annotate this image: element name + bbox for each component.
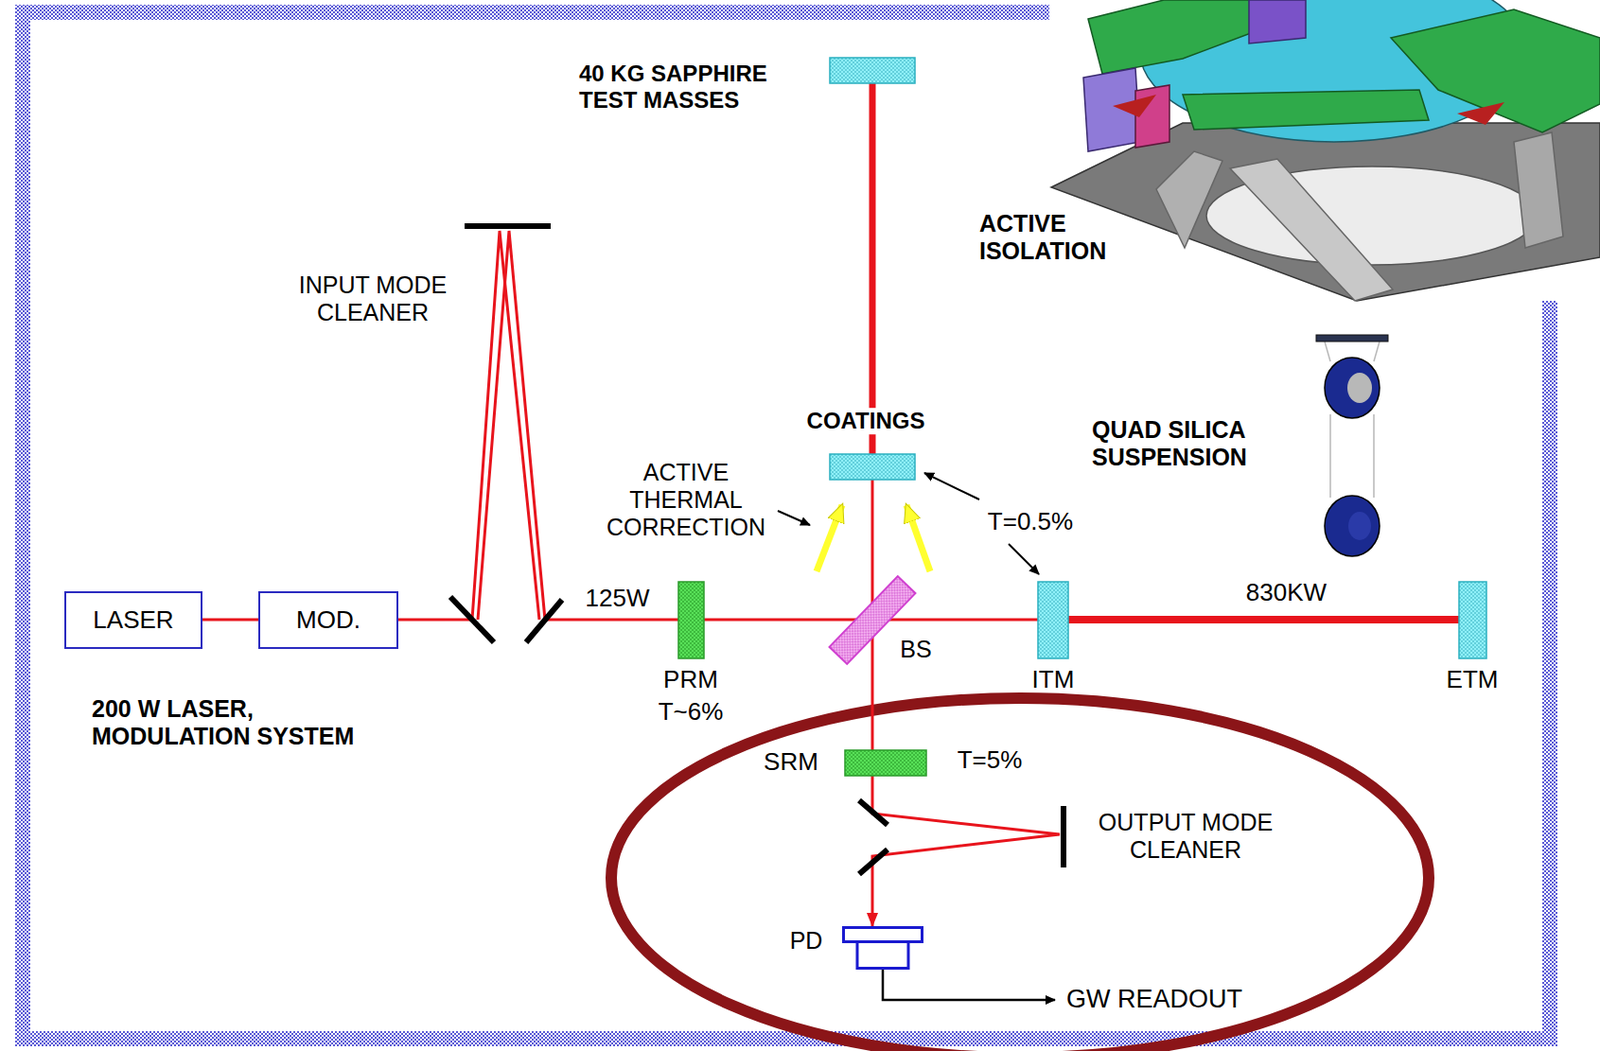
node-label: ITM — [1032, 666, 1075, 695]
mode-cleaner-mirror — [859, 849, 888, 875]
suspension-note: QUAD SILICA SUSPENSION — [1091, 416, 1296, 472]
quad-suspension — [1348, 511, 1372, 541]
pointer-arrow — [924, 473, 980, 500]
mirror-shape — [678, 581, 704, 659]
photodiode-shape — [842, 926, 924, 970]
mirror-shape — [678, 581, 704, 659]
laser-beam — [869, 83, 877, 455]
laser-beam — [871, 875, 875, 927]
mode-cleaner-mirror — [464, 223, 551, 229]
isolation-platform — [1513, 132, 1564, 248]
laser-beam — [871, 662, 875, 751]
isolation-platform — [1248, 0, 1306, 44]
signal-recycling-mirror: SRMT=5% — [844, 750, 927, 776]
laser-beam — [398, 618, 445, 622]
mirror-shape — [829, 454, 915, 480]
beam-segment — [872, 799, 1060, 876]
power-label: 125W — [585, 584, 651, 614]
node-label: INPUT MODE CLEANER — [273, 271, 473, 327]
recycling-mirror: PRMT~6% — [678, 581, 704, 659]
photodiode-shape — [857, 942, 909, 969]
pointer-arrow — [1008, 544, 1039, 575]
system-note: 200 W LASER, MODULATION SYSTEM — [91, 695, 414, 751]
test-mass: 40 KG SAPPHIRE TEST MASSES — [829, 57, 915, 84]
mirror-shape — [1037, 581, 1069, 659]
mirror-shape — [1459, 581, 1487, 659]
isolation-platform — [1230, 158, 1393, 301]
node-label: T~6% — [658, 698, 724, 727]
node-label: PRM — [663, 666, 719, 695]
node-label: T=5% — [957, 746, 1023, 775]
readout-arrow — [882, 969, 1055, 1001]
mirror-shape — [844, 750, 927, 776]
mirror-shape — [829, 57, 915, 84]
splitter-shape — [834, 581, 911, 663]
laser-beam — [703, 618, 835, 622]
mode-cleaner-mirror — [1060, 806, 1067, 868]
mode-cleaner-mirror — [450, 597, 494, 643]
laser-beam — [1068, 615, 1460, 624]
thermal-note: ACTIVE THERMAL CORRECTION — [596, 458, 776, 541]
quad-suspension — [1324, 341, 1380, 498]
node-label: ETM — [1446, 666, 1499, 695]
transmission-note: T=0.5% — [987, 508, 1073, 537]
isolation-platform — [1088, 0, 1259, 74]
isolation-platform — [1051, 123, 1600, 301]
quad-suspension — [1324, 495, 1380, 557]
quad-suspension — [1316, 334, 1389, 342]
beam-segment — [444, 230, 1060, 876]
node-label: PD — [790, 927, 824, 955]
mirror-shape — [829, 57, 915, 84]
readout-arrow — [882, 969, 1055, 1001]
mirror-shape — [829, 454, 915, 480]
beam-splitter: BS — [834, 581, 911, 663]
laser-beam — [871, 479, 875, 582]
laser-beam — [567, 618, 679, 622]
node-label: SRM — [763, 748, 819, 777]
power-label: 830KW — [1246, 579, 1327, 608]
isolation-platform — [1457, 102, 1505, 125]
highlight-ellipse — [611, 698, 1429, 1051]
isolation-platform — [1156, 151, 1223, 248]
laser-box: LASER — [64, 591, 203, 650]
mirror-shape — [1037, 581, 1069, 659]
node-label: LASER — [92, 606, 174, 635]
laser-beam — [871, 775, 875, 800]
pointer-arrow — [777, 510, 810, 526]
input-mode-cleaner: INPUT MODE CLEANER — [444, 223, 568, 654]
input-test-mass: ITM — [1037, 581, 1069, 659]
photodiode-shape — [843, 928, 923, 943]
isolation-platform — [1049, 0, 1600, 301]
output-mode-cleaner: OUTPUT MODE CLEANER — [856, 799, 1070, 876]
photodiode: PD — [842, 926, 924, 970]
isolation-platform — [1182, 89, 1429, 130]
thermal-arrow — [816, 505, 843, 572]
laser-beam — [910, 618, 1038, 622]
readout-label: GW READOUT — [1066, 984, 1243, 1015]
node-label: COATINGS — [803, 407, 930, 435]
mode-cleaner-mirror — [526, 599, 563, 643]
quad-suspension — [1347, 372, 1372, 404]
modulator-box: MOD. — [258, 591, 399, 650]
mode-cleaner-mirror — [859, 800, 888, 826]
mirror-shape — [1459, 581, 1487, 659]
end-test-mass: ETM — [1459, 581, 1487, 659]
coated-test-mass: COATINGS — [829, 454, 915, 480]
isolation-platform — [1135, 85, 1170, 148]
beam-segment — [477, 230, 546, 620]
quad-suspension — [1316, 334, 1389, 557]
node-label: BS — [899, 635, 932, 664]
quad-suspension — [1324, 357, 1380, 419]
mode-cleaner-mirror — [450, 226, 1064, 875]
node-label: 40 KG SAPPHIRE TEST MASSES — [579, 60, 821, 113]
thermal-arrow — [906, 505, 931, 572]
laser-beam — [202, 618, 259, 622]
isolation-note: ACTIVE ISOLATION — [979, 210, 1150, 265]
node-label: OUTPUT MODE CLEANER — [1076, 808, 1295, 864]
mirror-shape — [844, 750, 927, 776]
node-label: MOD. — [296, 606, 361, 635]
isolation-platform — [1112, 94, 1157, 118]
